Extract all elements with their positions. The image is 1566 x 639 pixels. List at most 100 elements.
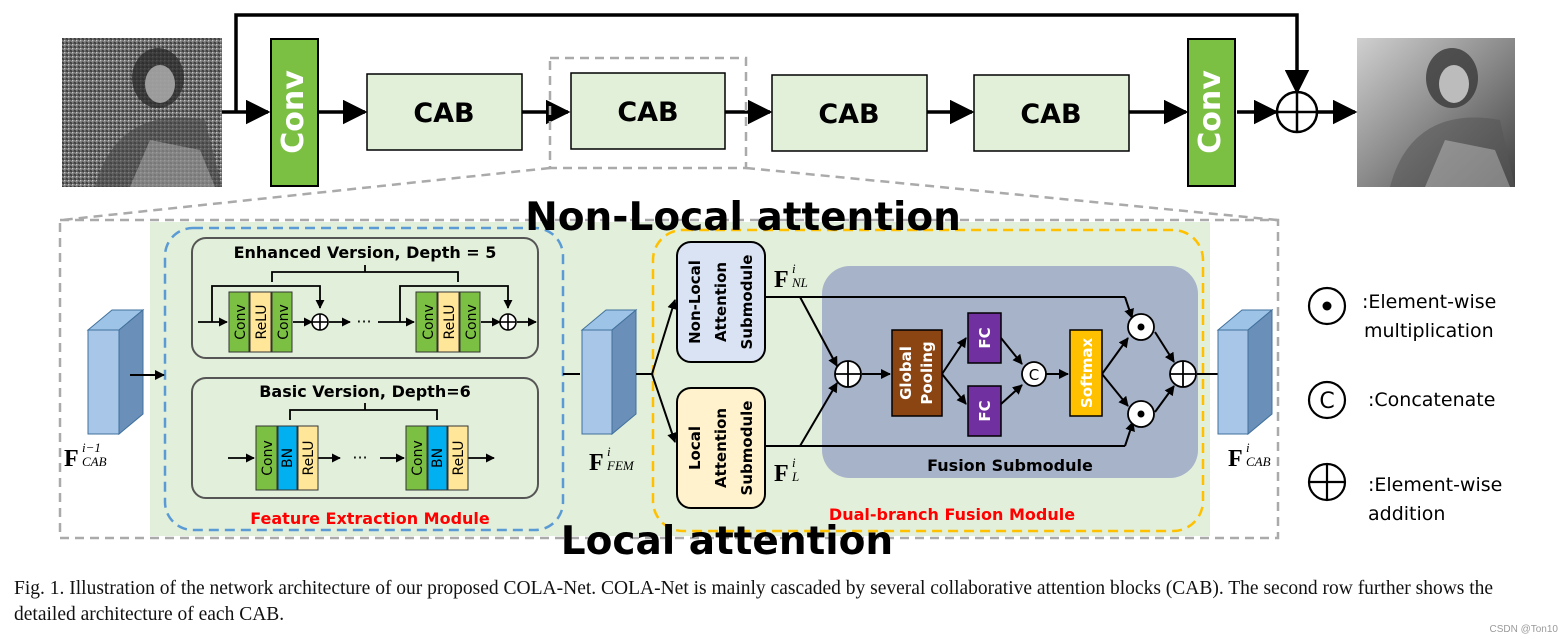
legend-add-line1: :Element-wise <box>1368 474 1502 496</box>
output-image <box>1357 38 1515 187</box>
legend: :Element-wise multiplication C :Concaten… <box>1307 286 1502 525</box>
basic-conv-1: Conv <box>260 440 276 476</box>
cab-4-label: CAB <box>1020 99 1081 130</box>
cab-3-label: CAB <box>818 99 879 130</box>
enhanced-version-box: Enhanced Version, Depth = 5 Conv ReLU Co… <box>191 237 539 359</box>
legend-concat-icon: C <box>1307 380 1347 420</box>
conv-in-block: Conv <box>270 38 319 187</box>
softmax-label: Softmax <box>1078 338 1096 409</box>
basic-conv-2: Conv <box>410 440 426 476</box>
enh-relu-1: ReLU <box>254 304 270 339</box>
feature-label-l: F i L <box>774 455 799 487</box>
enh-conv-4: Conv <box>464 304 480 340</box>
svg-text:NL: NL <box>791 275 808 290</box>
fc-block-top: FC <box>967 312 1002 364</box>
svg-text:i: i <box>792 455 796 470</box>
fusion-final-addition <box>1169 360 1197 388</box>
legend-add-line2: addition <box>1368 503 1445 525</box>
svg-text:CAB: CAB <box>1246 454 1271 469</box>
non-local-attention-title: Non-Local attention <box>525 195 961 240</box>
local-submodule: Local Attention Submodule <box>676 387 766 509</box>
feature-label-cab: F i CAB <box>1228 440 1271 472</box>
fem-label: Feature Extraction Module <box>250 509 490 528</box>
svg-text:F: F <box>774 267 789 293</box>
non-local-submodule: Non-Local Attention Submodule <box>676 241 766 363</box>
svg-text:L: L <box>791 469 799 484</box>
fem-border <box>163 226 565 532</box>
basic-bn-1: BN <box>280 448 296 468</box>
cab-1-label: CAB <box>413 98 474 129</box>
l-line-2: Attention <box>712 408 730 488</box>
fc-top-label: FC <box>976 327 994 348</box>
enh-ellipsis: ··· <box>356 312 371 331</box>
cola-net-diagram: Conv CAB CAB CAB CAB Conv <box>58 13 1515 564</box>
svg-text:FEM: FEM <box>606 458 635 473</box>
zoom-guides <box>61 56 1278 222</box>
enh-relu-2: ReLU <box>442 304 458 339</box>
fusion-addition-symbol <box>834 360 862 388</box>
feature-label-fem: F i FEM <box>589 444 635 476</box>
nl-line-1: Non-Local <box>686 260 704 344</box>
fc-block-bottom: FC <box>967 385 1002 437</box>
svg-text:i: i <box>1246 440 1250 455</box>
enh-conv-3: Conv <box>421 304 437 340</box>
basic-relu-1: ReLU <box>301 440 317 475</box>
gp-line-1: Global <box>897 346 915 400</box>
fusion-label: Fusion Submodule <box>927 456 1093 475</box>
legend-mult-line1: :Element-wise <box>1362 291 1496 313</box>
nl-line-3: Submodule <box>738 255 756 350</box>
cab-block-2: CAB <box>570 72 726 150</box>
watermark: CSDN @Ton10 <box>1489 624 1558 635</box>
basic-ellipsis: ··· <box>352 448 367 467</box>
nl-line-2: Attention <box>712 262 730 342</box>
skip-connection <box>234 13 1310 112</box>
softmax-block: Softmax <box>1069 329 1103 417</box>
svg-text:F: F <box>1228 446 1243 472</box>
input-image <box>62 38 222 187</box>
cab-block-4: CAB <box>973 74 1130 152</box>
svg-text:i: i <box>607 444 611 459</box>
input-feature-cuboid <box>86 308 145 436</box>
conv-in-label: Conv <box>276 70 311 154</box>
cab-detail-frame <box>58 218 1280 540</box>
fusion-concat-symbol: C <box>1021 361 1047 387</box>
basic-bn-2: BN <box>430 448 446 468</box>
feature-label-nl: F i NL <box>774 261 808 293</box>
svg-text:F: F <box>774 461 789 487</box>
conv-out-block: Conv <box>1187 38 1236 187</box>
svg-text:C: C <box>1319 389 1334 414</box>
legend-multiply-icon <box>1307 286 1347 326</box>
enh-conv-2: Conv <box>276 304 292 340</box>
global-pooling-block: Global Pooling <box>891 329 943 417</box>
fusion-multiply-top <box>1127 313 1155 341</box>
enhanced-title: Enhanced Version, Depth = 5 <box>234 243 497 262</box>
fem-feature-cuboid <box>580 308 638 436</box>
svg-text:F: F <box>64 446 79 472</box>
svg-text:F: F <box>589 450 604 476</box>
basic-relu-2: ReLU <box>451 440 467 475</box>
dual-label: Dual-branch Fusion Module <box>829 505 1075 524</box>
top-addition-symbol <box>1275 90 1319 134</box>
cab-block-3: CAB <box>771 74 928 152</box>
fusion-submodule-bg <box>822 266 1198 478</box>
fusion-multiply-bottom <box>1127 400 1155 428</box>
fusion-concat-label: C <box>1029 366 1039 384</box>
enh-conv-1: Conv <box>233 304 249 340</box>
l-line-1: Local <box>686 426 704 470</box>
gp-line-2: Pooling <box>918 341 936 404</box>
figure-caption: Fig. 1. Illustration of the network arch… <box>14 578 1494 625</box>
cab-block-1: CAB <box>366 73 523 151</box>
svg-text:i: i <box>792 261 796 276</box>
legend-concat-text: :Concatenate <box>1368 389 1495 411</box>
l-line-3: Submodule <box>738 401 756 496</box>
basic-title: Basic Version, Depth=6 <box>259 382 471 401</box>
fc-bottom-label: FC <box>976 400 994 421</box>
svg-text:CAB: CAB <box>82 454 107 469</box>
cab-2-label: CAB <box>617 97 678 128</box>
basic-version-box: Basic Version, Depth=6 Conv BN ReLU ··· … <box>191 377 539 499</box>
svg-text:i−1: i−1 <box>82 440 101 455</box>
dual-branch-border <box>651 228 1205 533</box>
local-attention-title: Local attention <box>561 519 893 564</box>
legend-add-icon <box>1307 462 1347 502</box>
legend-mult-line2: multiplication <box>1364 320 1494 342</box>
